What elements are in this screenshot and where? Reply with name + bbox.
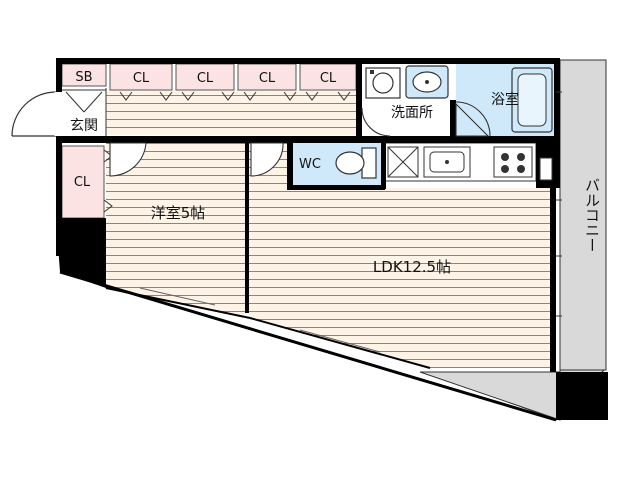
closet-top-1 [109,63,173,91]
bathtub-icon [511,67,553,133]
entrance-label: 玄関 [70,117,98,134]
western-room-floor [106,143,245,318]
washroom-label: 洗面所 [391,105,433,121]
closet-top-3-label: CL [259,71,276,86]
balcony-label: バルコニー [583,178,601,253]
washing-machine-icon [365,67,401,99]
kitchen-cabinet-x [387,146,419,178]
closet-top-2-label: CL [197,71,214,86]
closet-top-4-label: CL [320,71,337,86]
interior-doors [109,101,491,177]
toilet-icon [335,147,377,179]
closet-top-3 [237,63,297,91]
ldk-floor [249,188,550,368]
balcony-area-main [559,59,607,371]
hall-floor [106,90,358,135]
stove-icon [493,146,533,178]
kitchen-sink-icon [423,146,471,178]
window-marks [556,91,562,317]
wc-label: WC [299,157,321,172]
wall-column-right [556,372,608,420]
wall-column-left [56,218,106,288]
balcony-lower [419,371,561,421]
sb-label: SB [75,70,92,85]
entrance-step [62,88,107,136]
walls [56,58,560,372]
closet-top-1-label: CL [133,71,150,86]
bathroom-label: 浴室 [491,91,519,108]
fridge-space [539,157,553,181]
entrance-door [11,91,58,137]
western-room-label: 洋室5帖 [151,204,206,222]
closet-door-marks [103,91,351,213]
diagonal-wall [59,270,557,422]
ldk-label: LDK12.5帖 [373,258,451,276]
sink-icon [405,65,449,99]
closet-top-2 [175,63,235,91]
closet-left-label: CL [74,175,91,190]
